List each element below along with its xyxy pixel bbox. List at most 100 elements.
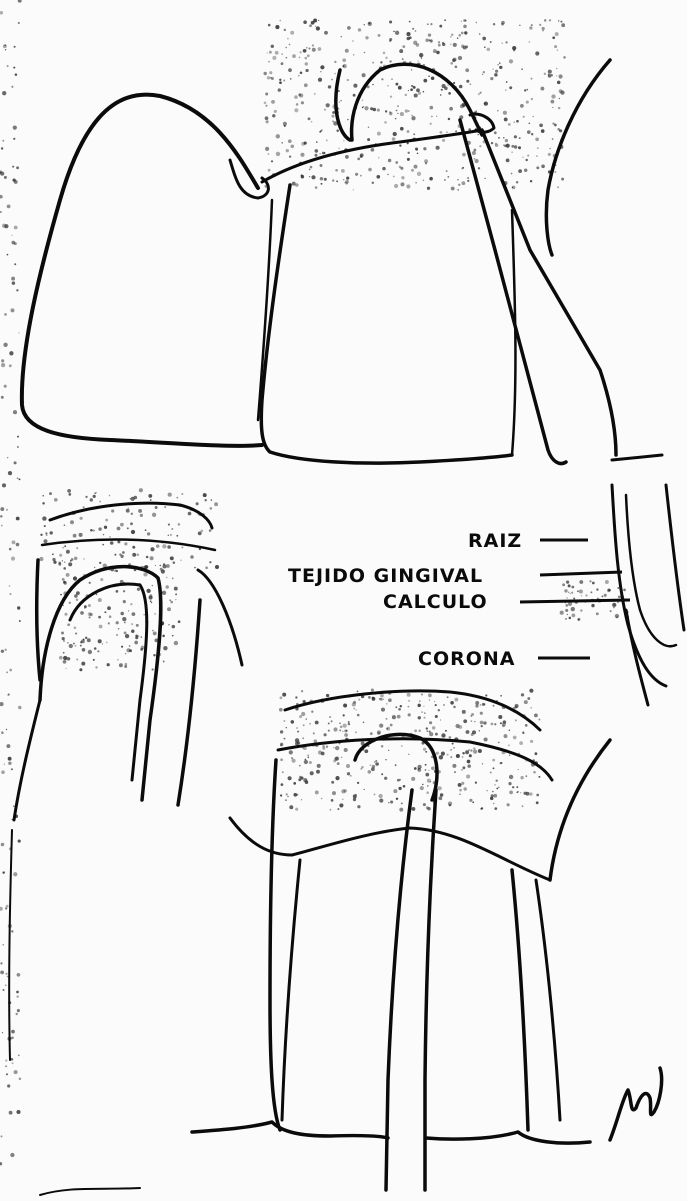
stipple-dot xyxy=(326,746,328,748)
stipple-dot xyxy=(194,567,196,569)
stipple-dot xyxy=(332,111,335,114)
stipple-dot xyxy=(602,596,604,598)
stipple-dot xyxy=(364,52,366,54)
stipple-dot xyxy=(344,729,347,732)
stipple-dot xyxy=(322,745,325,748)
stipple-dot xyxy=(451,187,455,191)
stipple-dot xyxy=(429,39,431,41)
stipple-dot xyxy=(344,748,348,752)
stipple-dot xyxy=(423,91,425,93)
stipple-dot xyxy=(45,532,47,534)
stipple-dot xyxy=(85,637,87,639)
stipple-dot xyxy=(291,720,295,724)
stipple-dot xyxy=(0,907,3,911)
stipple-dot xyxy=(425,751,427,753)
stipple-dot xyxy=(571,607,575,611)
stipple-dot xyxy=(40,534,42,536)
stipple-dot xyxy=(519,137,521,139)
stipple-dot xyxy=(305,69,308,72)
stipple-dot xyxy=(283,80,285,82)
stipple-dot xyxy=(481,725,483,727)
stipple-dot xyxy=(7,254,9,256)
stipple-dot xyxy=(316,26,320,30)
stipple-dot xyxy=(525,724,528,727)
stipple-dot xyxy=(364,749,368,753)
stipple-dot xyxy=(491,723,494,726)
stipple-dot xyxy=(531,24,533,26)
stipple-dot xyxy=(139,488,143,492)
stipple-dot xyxy=(320,65,324,69)
stipple-dot xyxy=(62,637,65,640)
stipple-dot xyxy=(63,581,66,584)
stipple-dot xyxy=(124,665,127,668)
stipple-dot xyxy=(435,704,437,706)
stipple-dot xyxy=(6,509,8,511)
stipple-dot xyxy=(395,706,397,708)
stipple-dot xyxy=(2,944,4,946)
stipple-dot xyxy=(501,762,502,763)
stipple-dot xyxy=(54,498,58,502)
stipple-dot xyxy=(132,612,136,616)
stipple-dot xyxy=(495,779,497,781)
stipple-dot xyxy=(549,148,551,150)
stipple-dot xyxy=(471,720,473,722)
stipple-dot xyxy=(93,495,96,498)
stipple-dot xyxy=(485,694,487,696)
stipple-dot xyxy=(555,32,559,36)
stipple-dot xyxy=(474,721,475,722)
stipple-dot xyxy=(107,606,111,610)
stipple-dot xyxy=(310,166,313,169)
stipple-dot xyxy=(89,582,91,584)
stipple-dot xyxy=(429,699,430,700)
stipple-dot xyxy=(116,621,119,624)
stipple-dot xyxy=(502,723,506,727)
stipple-dot xyxy=(152,513,156,517)
stipple-dot xyxy=(372,62,374,64)
stipple-dot xyxy=(104,526,107,529)
stipple-dot xyxy=(308,47,310,49)
stipple-dot xyxy=(328,85,331,88)
stipple-dot xyxy=(409,21,411,23)
stipple-dot xyxy=(81,662,85,666)
stipple-dot xyxy=(4,176,7,179)
stipple-dot xyxy=(449,107,453,111)
stipple-dot xyxy=(88,604,91,607)
stipple-dot xyxy=(304,142,307,145)
stipple-dot xyxy=(337,762,340,765)
stipple-dot xyxy=(16,543,20,547)
stipple-dot xyxy=(4,313,7,316)
stipple-dot xyxy=(494,807,497,810)
stipple-dot xyxy=(123,590,125,592)
stipple-dot xyxy=(532,116,533,117)
stipple-dot xyxy=(552,107,553,108)
artist-signature xyxy=(610,1068,662,1140)
stipple-dot xyxy=(308,117,311,120)
stipple-dot xyxy=(472,151,476,155)
stipple-dot xyxy=(514,121,515,122)
stipple-dot xyxy=(316,141,318,143)
stipple-dot xyxy=(384,777,387,780)
stipple-dot xyxy=(559,74,563,78)
stipple-dot xyxy=(141,646,145,650)
stipple-dot xyxy=(271,160,273,162)
stipple-dot xyxy=(425,162,427,164)
stipple-dot xyxy=(618,596,621,599)
stipple-dot xyxy=(324,31,328,35)
stipple-dot xyxy=(9,593,11,595)
stipple-dot xyxy=(58,562,61,565)
stipple-dot xyxy=(275,51,279,55)
stipple-dot xyxy=(397,715,401,719)
stipple-dot xyxy=(75,645,77,647)
stipple-dot xyxy=(138,509,142,513)
stipple-dot xyxy=(117,540,120,543)
stipple-dot xyxy=(552,36,555,39)
stipple-dot xyxy=(416,149,418,151)
stipple-dot xyxy=(307,755,308,756)
stipple-dot xyxy=(153,631,157,635)
stipple-dot xyxy=(17,477,19,479)
stipple-dot xyxy=(478,134,479,135)
stipple-dot xyxy=(338,148,340,150)
stipple-dot xyxy=(357,805,360,808)
stipple-dot xyxy=(269,51,272,54)
stipple-dot xyxy=(264,101,267,104)
